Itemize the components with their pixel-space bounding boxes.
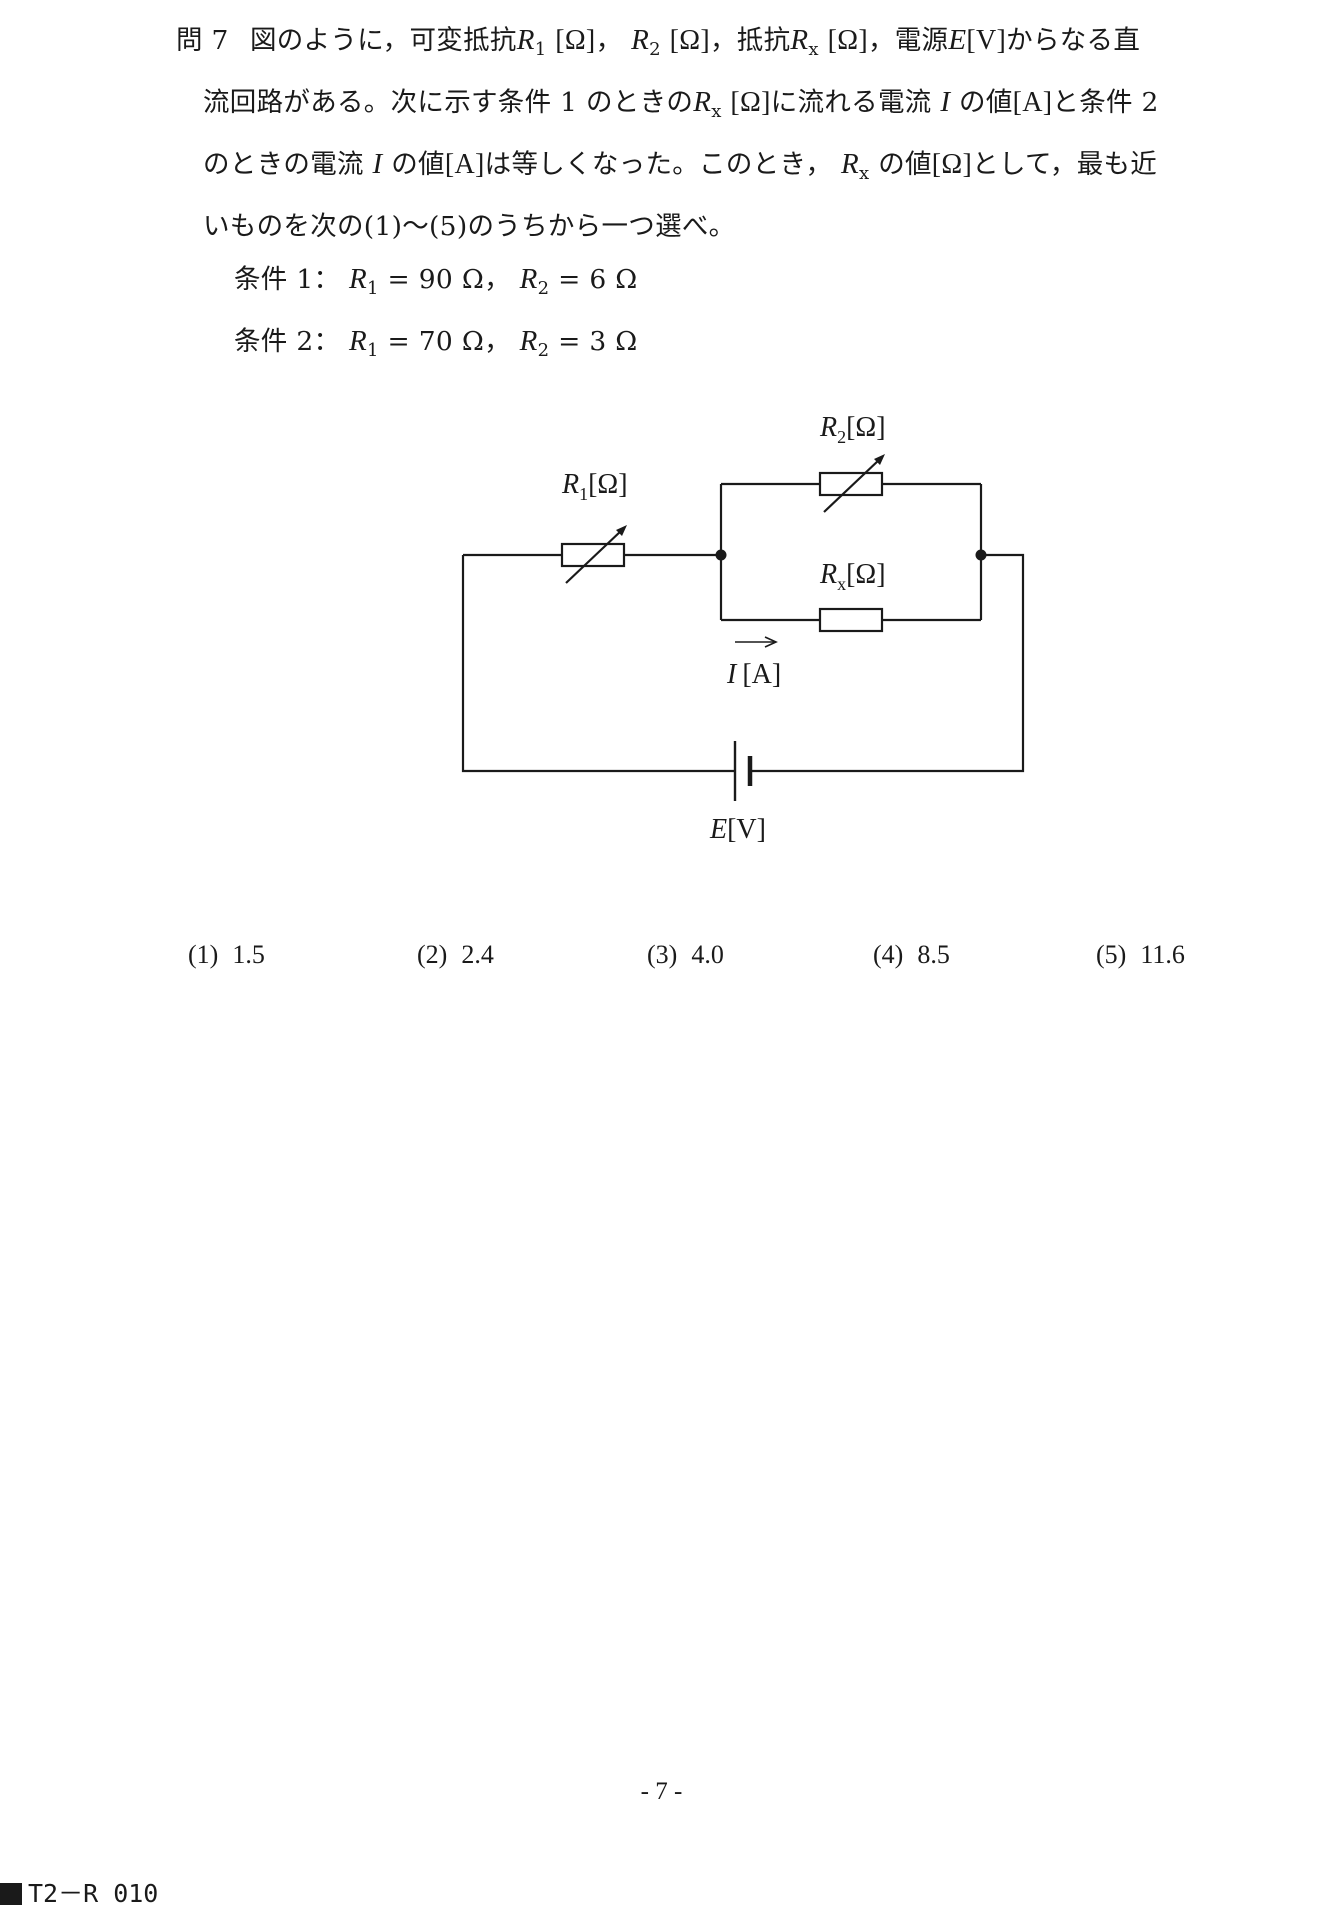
subscript: 1 [367,278,379,299]
black-square-icon [0,1883,22,1905]
symbol-r: R [519,325,538,357]
subscript: 2 [537,340,550,361]
question-number: 問 7 [176,25,229,56]
choice-5[interactable]: (5) 11.6 [1096,940,1185,970]
condition-1: 条件 1： R1 = 90 Ω， R2 = 6 Ω [176,253,1296,315]
answer-choices: (1) 1.5 (2) 2.4 (3) 4.0 (4) 8.5 (5) 11.6 [0,940,1323,980]
text-segment: の値 [391,149,445,180]
choice-number: (5) [1096,940,1127,969]
circuit-diagram: R1[Ω] R2[Ω] Rx[Ω] I[A] E[V] [461,412,1025,845]
choice-number: (4) [873,940,904,969]
label-rx: Rx[Ω] [819,559,886,594]
choice-value: 4.0 [691,940,724,969]
question-line-4: いものを次の(1)～(5)のうちから一つ選べ。 [203,211,736,242]
label-r2: R2[Ω] [819,412,886,447]
junction-right [975,549,987,561]
text-segment: は等しくなった。このとき， [484,149,833,180]
variable-arrow-r2 [823,458,881,513]
choice-2[interactable]: (2) 2.4 [417,940,494,970]
symbol-r: R [349,325,368,357]
footer-code: T2－R 010 [0,1874,158,1910]
symbol-r: R [631,24,650,56]
choice-value: 11.6 [1140,940,1185,969]
question-line-3: のときの電流 I の値[A]は等しくなった。このとき， Rx の値[Ω]として，… [176,138,1296,200]
text-segment: 図のように，可変抵抗 [250,25,517,56]
question-line-2: 流回路がある。次に示す条件 1 のときのRx [Ω]に流れる電流 I の値[A]… [176,76,1296,138]
label-source: E[V] [709,814,766,845]
choice-value: 2.4 [461,940,494,969]
subscript: 1 [534,39,547,60]
variable-arrow-r1 [565,529,623,584]
choice-number: (2) [417,940,448,969]
current-arrow-head-icon [764,636,778,648]
choice-value: 8.5 [917,940,950,969]
resistor-r1 [560,542,626,568]
unit: [Ω] [827,25,868,56]
symbol-r: R [516,24,535,56]
text-segment: ，抵抗 [709,25,791,56]
wire-right [750,553,1025,773]
resistor-r2 [818,471,884,497]
unit: [Ω] [669,25,710,56]
resistor-rx [818,607,884,633]
condition-value: = 6 Ω [558,264,638,295]
symbol-r: R [693,86,712,118]
text-segment: に流れる電流 [770,87,932,118]
symbol-r: R [519,263,538,295]
condition-label: 条件 1： [234,264,341,295]
arrow-head-icon [616,525,627,536]
condition-value: = 3 Ω [558,326,638,357]
choice-4[interactable]: (4) 8.5 [873,940,950,970]
text-segment: と条件 2 [1052,87,1159,118]
unit: [Ω] [931,149,973,180]
symbol-r: R [790,24,809,56]
text-segment: の値 [878,149,932,180]
text-segment: の値 [959,87,1013,118]
subscript: 1 [367,340,379,361]
subscript: 2 [537,278,550,299]
subscript: x [711,101,722,122]
page-number: - 7 - [640,1778,683,1805]
text-segment: ， [595,25,623,56]
choice-number: (3) [647,940,678,969]
label-current: I[A] [726,659,781,690]
subscript: 2 [649,39,661,60]
symbol-r: R [840,148,859,180]
symbol-i: I [372,148,383,180]
unit: [A] [1012,87,1053,118]
text-segment: として，最も近 [972,149,1158,180]
condition-label: 条件 2： [234,326,341,357]
arrow-head-icon [874,454,885,465]
subscript: x [859,163,870,184]
footer-code-text: T2－R 010 [28,1879,159,1908]
symbol-e: E [948,24,967,56]
condition-value: = 90 Ω， [387,264,511,295]
unit: [V] [966,25,1007,56]
choice-value: 1.5 [232,940,265,969]
text-segment: ，電源 [867,25,949,56]
text-segment: 流回路がある。次に示す条件 1 のときの [203,87,694,118]
symbol-i: I [940,86,951,118]
condition-value: = 70 Ω， [387,326,511,357]
wire-left [461,555,735,773]
condition-2: 条件 2： R1 = 70 Ω， R2 = 3 Ω [176,315,1296,377]
symbol-r: R [349,263,368,295]
unit: [A] [444,149,485,180]
unit: [Ω] [730,87,771,118]
label-r1: R1[Ω] [561,469,628,504]
choice-1[interactable]: (1) 1.5 [188,940,265,970]
subscript: x [808,39,819,60]
choice-number: (1) [188,940,219,969]
text-segment: からなる直 [1006,25,1141,56]
junction-left [715,549,727,561]
choice-3[interactable]: (3) 4.0 [647,940,724,970]
text-segment: のときの電流 [203,149,364,180]
unit: [Ω] [555,25,596,56]
